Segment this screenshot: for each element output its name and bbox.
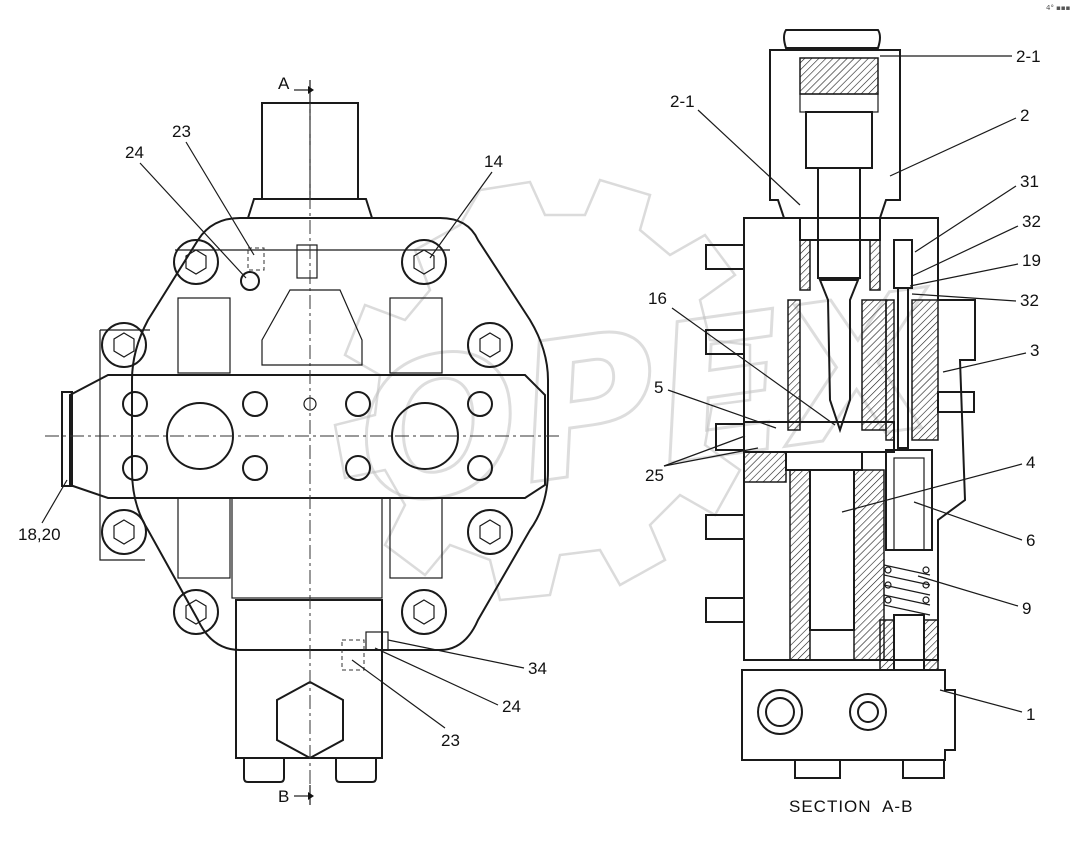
right-view-callouts: 2-1 2-1 2 31 32 19 32 16 3 5 25 4 6 9 1 … [645,47,1041,816]
callout-3: 3 [1030,341,1039,360]
callout-6: 6 [1026,531,1035,550]
callout-9: 9 [1022,599,1031,618]
callout-4: 4 [1026,453,1035,472]
callout-31: 31 [1020,172,1039,191]
callout-19: 19 [1022,251,1041,270]
callout-16: 16 [648,289,667,308]
callout-24-bottom: 24 [502,697,521,716]
spring-coils [883,564,931,616]
section-caption: SECTION A-B [789,797,913,816]
left-view-callouts: A B 23 24 14 18,20 34 24 23 [18,74,547,806]
callout-32-upper: 32 [1022,212,1041,231]
callout-2-1-left: 2-1 [670,92,695,111]
callout-25: 25 [645,466,664,485]
section-mark-a: A [278,74,290,93]
corner-mark: 4° ▪▪▪ [1046,4,1071,12]
left-view-body [45,80,560,805]
callout-32-lower: 32 [1020,291,1039,310]
callout-24-top: 24 [125,143,144,162]
callout-2: 2 [1020,106,1029,125]
callout-23-bottom: 23 [441,731,460,750]
callout-2-1-right: 2-1 [1016,47,1041,66]
section-mark-b: B [278,787,289,806]
bolt-heads [101,239,513,635]
callout-5: 5 [654,378,663,397]
callout-1: 1 [1026,705,1035,724]
callout-34: 34 [528,659,547,678]
callout-18-20: 18,20 [18,525,61,544]
callout-23-top: 23 [172,122,191,141]
callout-14: 14 [484,152,503,171]
